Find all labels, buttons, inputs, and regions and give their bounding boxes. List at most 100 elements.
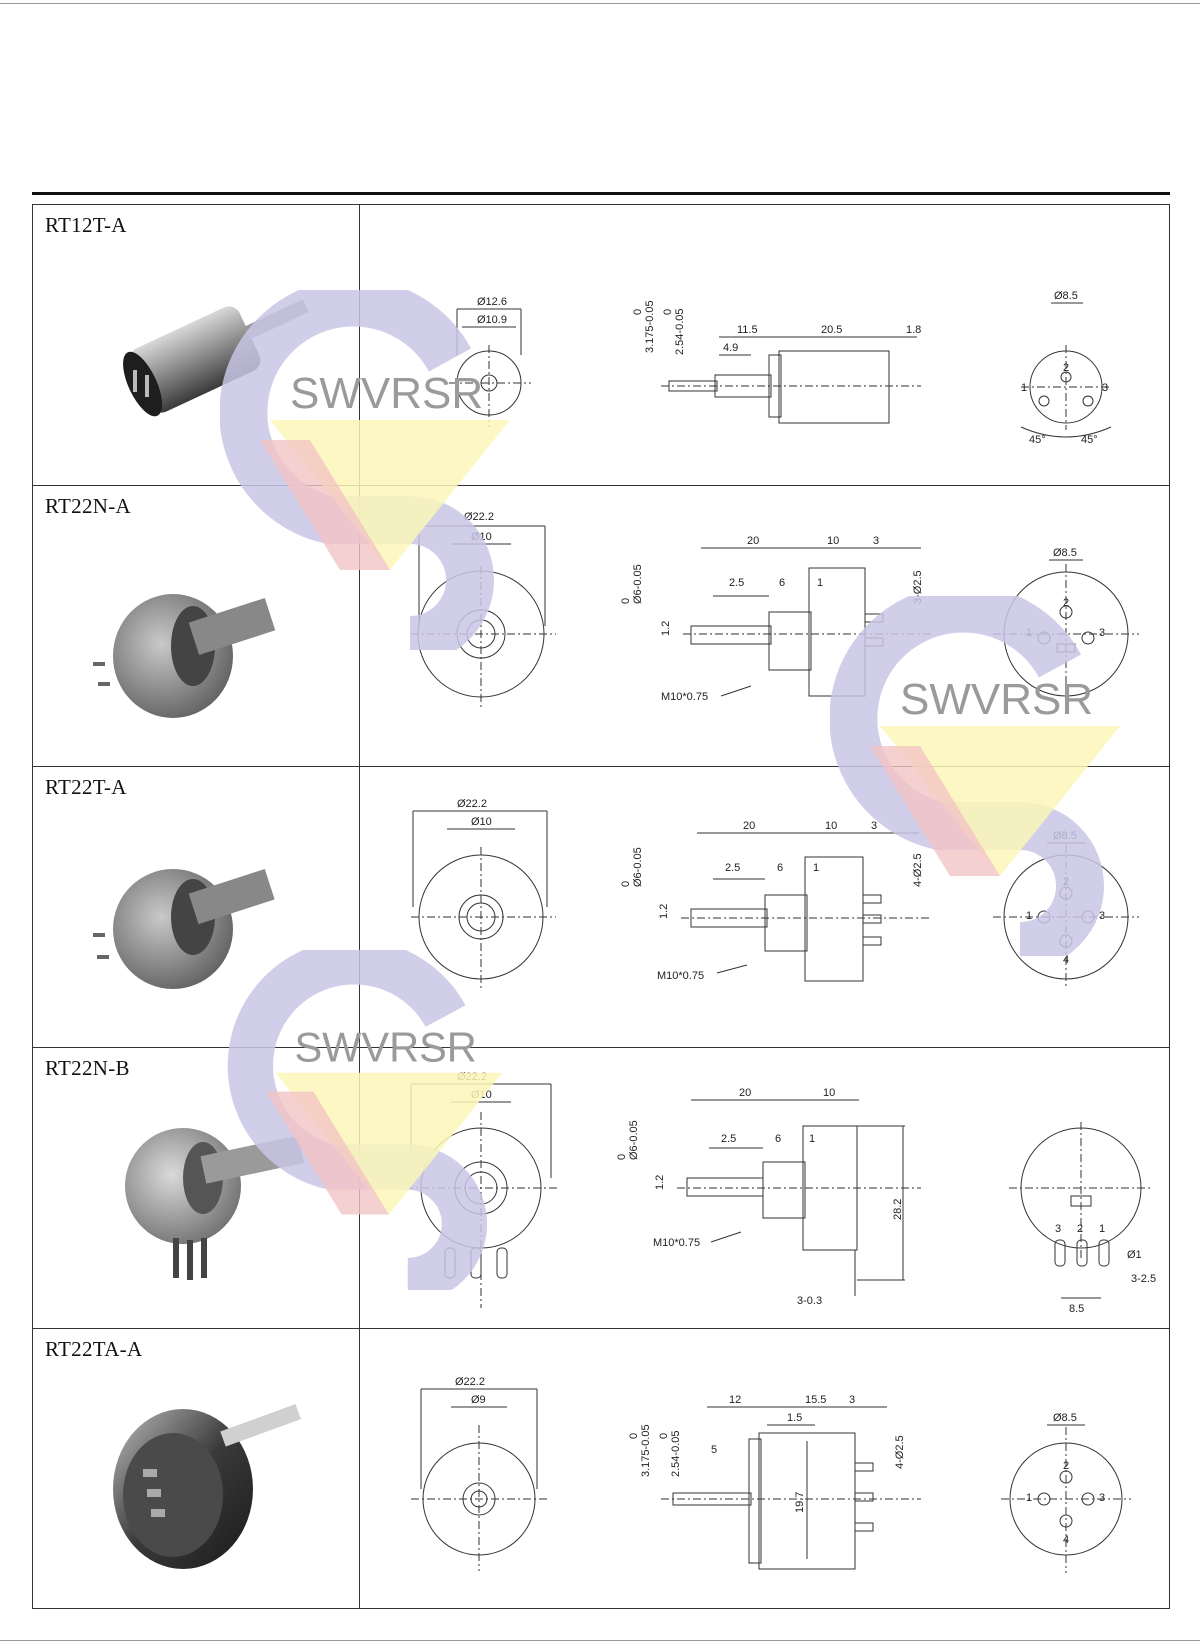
side-dim-1: 11.5 bbox=[737, 324, 758, 336]
side-dim-5: 1 bbox=[809, 1133, 815, 1145]
side-dim-2: 20.5 bbox=[821, 324, 842, 336]
angle-label: 45° bbox=[1029, 434, 1046, 446]
pin-label: 1 bbox=[1099, 1223, 1105, 1235]
back-dim: 3-2.5 bbox=[1131, 1273, 1156, 1285]
thread-label: M10*0.75 bbox=[657, 970, 704, 982]
pin-label: 2 bbox=[1063, 362, 1069, 374]
tolerance-zero: 0 bbox=[658, 1433, 670, 1439]
product-row-rt22n-b: RT22N-B bbox=[33, 1048, 1169, 1329]
back-dim: 8.5 bbox=[1069, 1303, 1084, 1315]
front-outer-dim: Ø12.6 bbox=[477, 296, 507, 308]
side-dim-6: 1 bbox=[817, 577, 823, 589]
front-inner-dim: Ø10 bbox=[471, 816, 492, 828]
model-label: RT22N-B bbox=[45, 1056, 130, 1080]
front-inner-dim: Ø10.9 bbox=[477, 314, 507, 326]
top-border bbox=[0, 3, 1200, 4]
pin-label: 3 bbox=[1099, 910, 1105, 922]
row-divider bbox=[33, 1047, 1169, 1048]
thread-label: M10*0.75 bbox=[661, 691, 708, 703]
pin-dim: 4-Ø2.5 bbox=[912, 853, 924, 887]
side-dim-1: 12 bbox=[729, 1394, 741, 1406]
side-dim-2: 10 bbox=[827, 535, 839, 547]
side-dim-6: 1 bbox=[813, 862, 819, 874]
front-outer-dim: Ø22.2 bbox=[457, 1071, 487, 1083]
pin-label: 1 bbox=[1021, 382, 1027, 394]
pin-label: 4 bbox=[1063, 954, 1069, 966]
product-row-rt22n-a: RT22N-A bbox=[33, 486, 1169, 767]
pin-label: 3 bbox=[1099, 1492, 1105, 1504]
side-dim-2: 10 bbox=[825, 820, 837, 832]
shaft-dim-1: Ø6-0.05 bbox=[628, 1120, 640, 1160]
dimension-drawing: Ø22.2 Ø10 20 10 3 2.5 6 1 1.2 Ø6-0.05 0 … bbox=[411, 511, 1139, 708]
model-label: RT22T-A bbox=[45, 775, 127, 799]
model-label: RT12T-A bbox=[45, 213, 127, 237]
pin-label: 4 bbox=[1063, 1534, 1069, 1546]
pin-label: 2 bbox=[1063, 1460, 1069, 1472]
product-row-rt22ta-a: RT22TA-A bbox=[33, 1329, 1169, 1610]
side-dim-7: 1.2 bbox=[658, 904, 670, 919]
front-inner-dim: Ø10 bbox=[471, 1089, 492, 1101]
product-row-rt22t-a: RT22T-A bbox=[33, 767, 1169, 1048]
back-dia-dim: Ø8.5 bbox=[1054, 290, 1078, 302]
tolerance-zero: 0 bbox=[628, 1433, 640, 1439]
dimension-drawing: Ø22.2 Ø10 20 10 3 2.5 6 1 1.2 Ø6-0.05 0 … bbox=[411, 798, 1139, 989]
side-dim-3: 2.5 bbox=[721, 1133, 736, 1145]
row-divider bbox=[33, 766, 1169, 767]
pin-dim: 3-Ø2.5 bbox=[912, 570, 924, 604]
side-dim-4: 2.5 bbox=[725, 862, 740, 874]
row-divider bbox=[33, 1328, 1169, 1329]
potentiometer-photo bbox=[113, 1404, 301, 1569]
front-outer-dim: Ø22.2 bbox=[455, 1376, 485, 1388]
side-dim-1: 20 bbox=[739, 1087, 751, 1099]
shaft-dim-1: 3.175-0.05 bbox=[644, 300, 656, 353]
pin-dim: 3-0.3 bbox=[797, 1295, 822, 1307]
pin-label: 2 bbox=[1063, 597, 1069, 609]
side-dim-4: 4.9 bbox=[723, 342, 738, 354]
potentiometer-photo bbox=[125, 1128, 305, 1280]
back-dim: Ø1 bbox=[1127, 1249, 1142, 1261]
side-dim-7: 1.2 bbox=[660, 621, 672, 636]
side-dim-3: 3 bbox=[849, 1394, 855, 1406]
pin-label: 2 bbox=[1063, 876, 1069, 888]
front-outer-dim: Ø22.2 bbox=[457, 798, 487, 810]
side-dim-5: 6 bbox=[777, 862, 783, 874]
tolerance-zero: 0 bbox=[662, 309, 674, 315]
pin-label: 3 bbox=[1099, 627, 1105, 639]
shaft-dim-1: Ø6-0.05 bbox=[632, 564, 644, 604]
shaft-dim-2: 2.54-0.05 bbox=[670, 1431, 682, 1477]
product-row-rt12t-a: RT12T-A bbox=[33, 205, 1169, 486]
side-dim-2: 15.5 bbox=[805, 1394, 826, 1406]
bottom-border bbox=[0, 1640, 1200, 1641]
tolerance-zero: 0 bbox=[616, 1154, 628, 1160]
tolerance-zero: 0 bbox=[632, 309, 644, 315]
model-label: RT22N-A bbox=[45, 494, 131, 518]
pin-label: 3 bbox=[1102, 382, 1108, 394]
pin-label: 1 bbox=[1026, 627, 1032, 639]
shaft-dim-1: Ø6-0.05 bbox=[632, 847, 644, 887]
shaft-dim-2: 2.54-0.05 bbox=[674, 309, 686, 355]
front-inner-dim: Ø9 bbox=[471, 1394, 486, 1406]
thread-label: M10*0.75 bbox=[653, 1237, 700, 1249]
side-dim-1: 20 bbox=[747, 535, 759, 547]
side-dim-4: 6 bbox=[775, 1133, 781, 1145]
side-dim-2: 10 bbox=[823, 1087, 835, 1099]
side-dim-5: 5 bbox=[711, 1444, 717, 1456]
potentiometer-photo bbox=[123, 299, 309, 417]
front-inner-dim: Ø10 bbox=[471, 531, 492, 543]
column-divider bbox=[359, 205, 360, 1608]
side-dim-3: 3 bbox=[873, 535, 879, 547]
dimension-drawing: Ø22.2 Ø9 12 15.5 3 1.5 5 19.7 3.175-0.05… bbox=[411, 1376, 1131, 1573]
back-dia-dim: Ø8.5 bbox=[1053, 547, 1077, 559]
potentiometer-photo bbox=[93, 868, 275, 989]
pin-dim: 4-Ø2.5 bbox=[894, 1435, 906, 1469]
side-dim-4: 2.5 bbox=[729, 577, 744, 589]
side-dim-6: 19.7 bbox=[794, 1492, 806, 1513]
header-rule bbox=[32, 192, 1170, 195]
tolerance-zero: 0 bbox=[620, 598, 632, 604]
pin-label: 1 bbox=[1026, 910, 1032, 922]
back-dia-dim: Ø8.5 bbox=[1053, 830, 1077, 842]
product-table: RT12T-A bbox=[32, 204, 1170, 1609]
potentiometer-photo bbox=[93, 594, 276, 718]
shaft-dim-1: 3.175-0.05 bbox=[640, 1424, 652, 1477]
pin-label: 1 bbox=[1026, 1492, 1032, 1504]
